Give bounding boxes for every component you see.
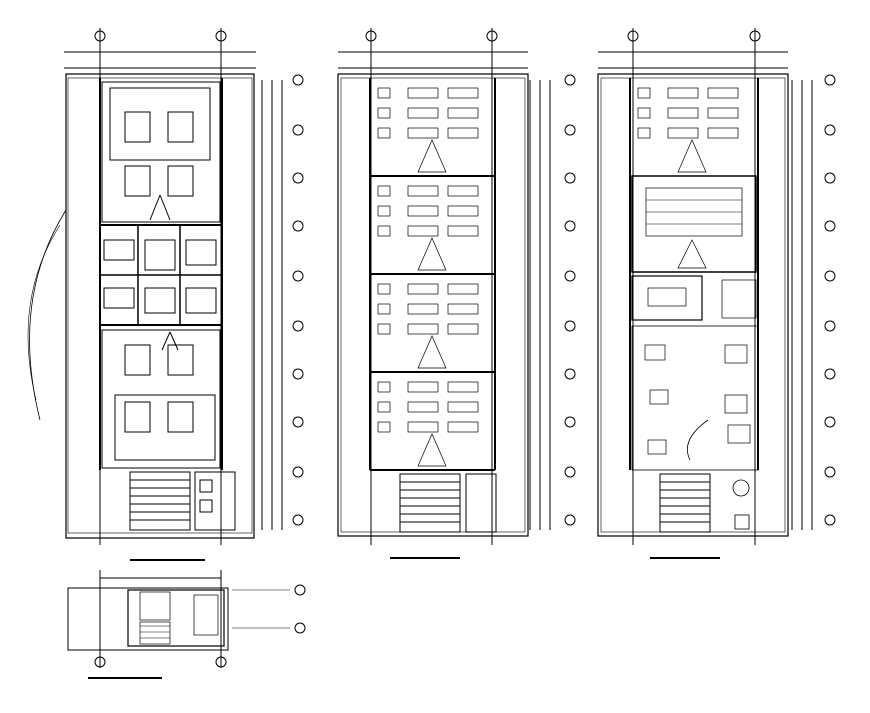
plan-2-top-grid-bubbles bbox=[338, 28, 528, 545]
plan-2-stair-toilets bbox=[399, 473, 497, 533]
plan-1-classroom-top bbox=[101, 81, 221, 223]
plan-1-stair-toilets bbox=[129, 471, 236, 531]
plan-3-right-dimensions bbox=[791, 74, 836, 530]
plan-1-top-grid-bubbles bbox=[64, 28, 256, 545]
plan-1-right-dimensions bbox=[261, 74, 304, 530]
plan-2-right-dimensions bbox=[529, 74, 576, 530]
floor-plan-1 bbox=[27, 28, 304, 561]
plan-1-classroom-bottom bbox=[101, 329, 221, 469]
plan-3-outline bbox=[597, 73, 789, 537]
plan-3-top-grid-bubbles bbox=[598, 28, 788, 545]
plan-3-lab bbox=[631, 175, 757, 273]
plan-2-outline bbox=[337, 73, 529, 537]
plan-1-outline bbox=[65, 73, 255, 539]
plan-1-middle-rooms bbox=[100, 224, 222, 326]
floor-plan-4 bbox=[67, 570, 306, 679]
floor-plan-2 bbox=[337, 28, 576, 559]
plan-3-stair bbox=[659, 473, 750, 533]
plan-3-classroom bbox=[637, 87, 739, 173]
floor-plan-3 bbox=[597, 28, 836, 559]
plan-2-classrooms bbox=[370, 87, 495, 471]
plan-4-outline bbox=[67, 587, 229, 651]
plan-3-offices bbox=[631, 275, 759, 471]
plan-1-curved-ramp bbox=[29, 209, 67, 421]
